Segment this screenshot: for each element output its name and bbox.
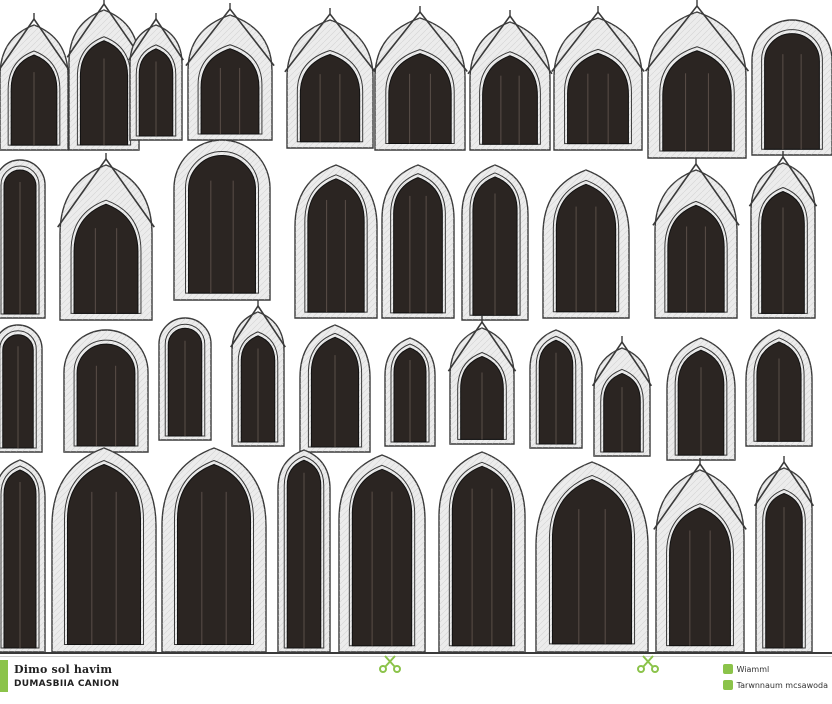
gothic-window <box>745 329 813 447</box>
gothic-window <box>529 329 583 449</box>
scissors-icon <box>379 655 401 673</box>
gothic-window <box>0 159 46 319</box>
gothic-architecture-illustration <box>0 0 832 654</box>
gothic-window <box>284 8 376 149</box>
gothic-window <box>277 449 331 653</box>
gothic-window <box>461 164 529 321</box>
watermark-meta: Wiamml Tarwnnaum mcsawoda <box>722 664 828 696</box>
gothic-window <box>751 19 832 156</box>
gothic-window <box>591 336 653 457</box>
meta-line-2: Tarwnnaum mcsawoda <box>736 680 828 690</box>
gothic-window <box>57 153 155 321</box>
gothic-window <box>748 151 818 319</box>
meta-row: Wiamml <box>722 664 828 674</box>
watermark-brand: Dimo sol havim DUMASBIIA CANION <box>14 663 119 692</box>
gothic-window <box>447 316 517 445</box>
gothic-window <box>63 329 149 453</box>
gothic-window <box>294 164 378 319</box>
gothic-window <box>653 458 747 653</box>
gothic-window <box>173 139 271 301</box>
gothic-window <box>551 6 645 151</box>
meta-row: Tarwnnaum mcsawoda <box>722 680 828 690</box>
gothic-window <box>384 337 436 447</box>
footer <box>0 656 832 704</box>
gothic-window <box>185 3 275 141</box>
footer-divider <box>0 656 832 657</box>
gothic-window <box>535 461 649 653</box>
brand-line-2: DUMASBIIA CANION <box>14 679 120 689</box>
gothic-window <box>128 13 184 141</box>
gothic-window <box>0 459 46 653</box>
gothic-window <box>467 10 553 151</box>
gothic-window <box>381 164 455 319</box>
gothic-window <box>0 13 71 151</box>
gothic-window <box>438 451 526 653</box>
gothic-window <box>299 324 371 453</box>
gothic-window <box>644 0 750 159</box>
green-accent-bar <box>0 660 8 692</box>
badge-icon <box>722 680 733 690</box>
meta-line-1: Wiamml <box>736 664 770 674</box>
gothic-window <box>66 0 142 151</box>
scissors-icon <box>637 655 659 673</box>
brand-line-1: Dimo sol havim <box>14 663 113 676</box>
gothic-window <box>542 169 630 319</box>
gothic-window <box>666 337 736 461</box>
gothic-window <box>372 6 468 151</box>
gothic-window <box>0 324 43 453</box>
gothic-window <box>652 158 740 319</box>
gothic-window <box>753 456 815 653</box>
gothic-window <box>158 317 212 441</box>
badge-icon <box>722 664 733 674</box>
gothic-window <box>51 447 157 653</box>
gothic-window <box>338 454 426 653</box>
gothic-window <box>230 300 286 447</box>
gothic-window <box>161 447 267 653</box>
